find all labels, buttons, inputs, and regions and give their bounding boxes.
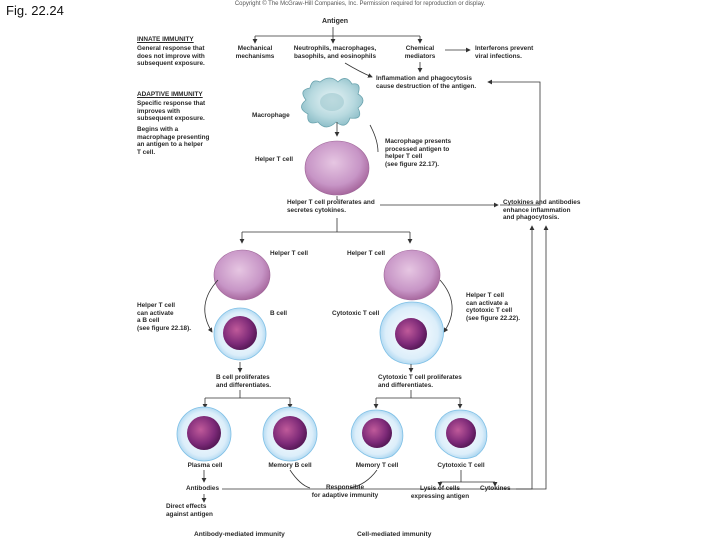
b-prolif-label: B cell proliferates and differentiates. xyxy=(216,374,272,389)
memory-b-cell xyxy=(262,406,318,462)
antibodies-label: Antibodies xyxy=(186,485,220,492)
inflammation-label: Inflammation and phagocytosis cause dest… xyxy=(376,75,477,90)
cyto-prolif-label: Cytotoxic T cell proliferates and differ… xyxy=(378,374,462,389)
activate-b-label: Helper T cell can activate a B cell (see… xyxy=(137,302,191,332)
b-cell-label: B cell xyxy=(270,310,288,317)
cytotoxic-t-cell-bottom xyxy=(434,409,488,459)
adaptive-title: ADAPTIVE IMMUNITY xyxy=(137,91,203,98)
lysis-label: Lysis of cells expressing antigen xyxy=(410,485,470,500)
antigen-branches xyxy=(252,27,541,206)
copyright-notice: Copyright © The McGraw-Hill Companies, I… xyxy=(234,1,486,7)
antibody-mediated-caption: Antibody-mediated immunity xyxy=(194,531,285,538)
helper-t-right-label: Helper T cell xyxy=(347,250,386,257)
plasma-cell xyxy=(176,406,232,462)
presents-label: Macrophage presents processed antigen to… xyxy=(385,138,452,168)
cytokines-enhance-label: Cytokines and antibodies enhance inflamm… xyxy=(503,199,581,222)
memory-t-label: Memory T cell xyxy=(355,462,399,469)
macrophage-cell xyxy=(301,77,364,128)
helper-t-cell-right xyxy=(383,249,441,301)
innate-cells-label: Neutrophils, macrophages, basophils, and… xyxy=(293,45,377,60)
cytotoxic-t-cell xyxy=(379,301,444,365)
arrow-activate-b xyxy=(204,279,219,333)
plasma-label: Plasma cell xyxy=(187,462,223,469)
mechanical-label: Mechanical mechanisms xyxy=(235,45,275,60)
figure-label: Fig. 22.24 xyxy=(6,3,64,18)
presents-bracket xyxy=(369,124,379,153)
chemical-label: Chemical mediators xyxy=(404,45,436,60)
helper-t-left-label: Helper T cell xyxy=(270,250,309,257)
adaptive-description: Specific response that improves with sub… xyxy=(137,100,206,123)
helper-t-cell-top xyxy=(304,140,370,196)
direct-effects-label: Direct effects against antigen xyxy=(166,503,213,518)
cell-mediated-caption: Cell-mediated immunity xyxy=(357,531,432,538)
memory-t-cell xyxy=(350,409,404,459)
arrow-activate-cyto xyxy=(439,279,453,333)
cytokines-label: Cytokines xyxy=(480,485,511,492)
interferons-label: Interferons prevent viral infections. xyxy=(475,45,534,60)
innate-title: INNATE IMMUNITY xyxy=(137,36,194,43)
activate-cyto-label: Helper T cell can activate a cytotoxic T… xyxy=(466,292,520,322)
macrophage-label: Macrophage xyxy=(252,112,290,119)
proliferates-label: Helper T cell proliferates and secretes … xyxy=(287,199,375,214)
innate-description: General response that does not improve w… xyxy=(137,45,205,68)
antigen-label: Antigen xyxy=(321,18,349,25)
memory-b-label: Memory B cell xyxy=(268,462,312,469)
adaptive-begins: Begins with a macrophage presenting an a… xyxy=(137,126,210,156)
b-cell xyxy=(213,307,267,361)
cytotoxic-t2-label: Cytotoxic T cell xyxy=(437,462,485,469)
cytotoxic-t-label: Cytotoxic T cell xyxy=(332,310,380,317)
helper-t-top-label: Helper T cell xyxy=(255,156,294,163)
helper-t-cell-left xyxy=(213,249,271,301)
bottom-branches xyxy=(202,390,463,409)
split-branches xyxy=(239,218,413,244)
responsible-label: Responsible for adaptive immunity xyxy=(311,484,379,499)
result-arrows xyxy=(201,225,549,503)
